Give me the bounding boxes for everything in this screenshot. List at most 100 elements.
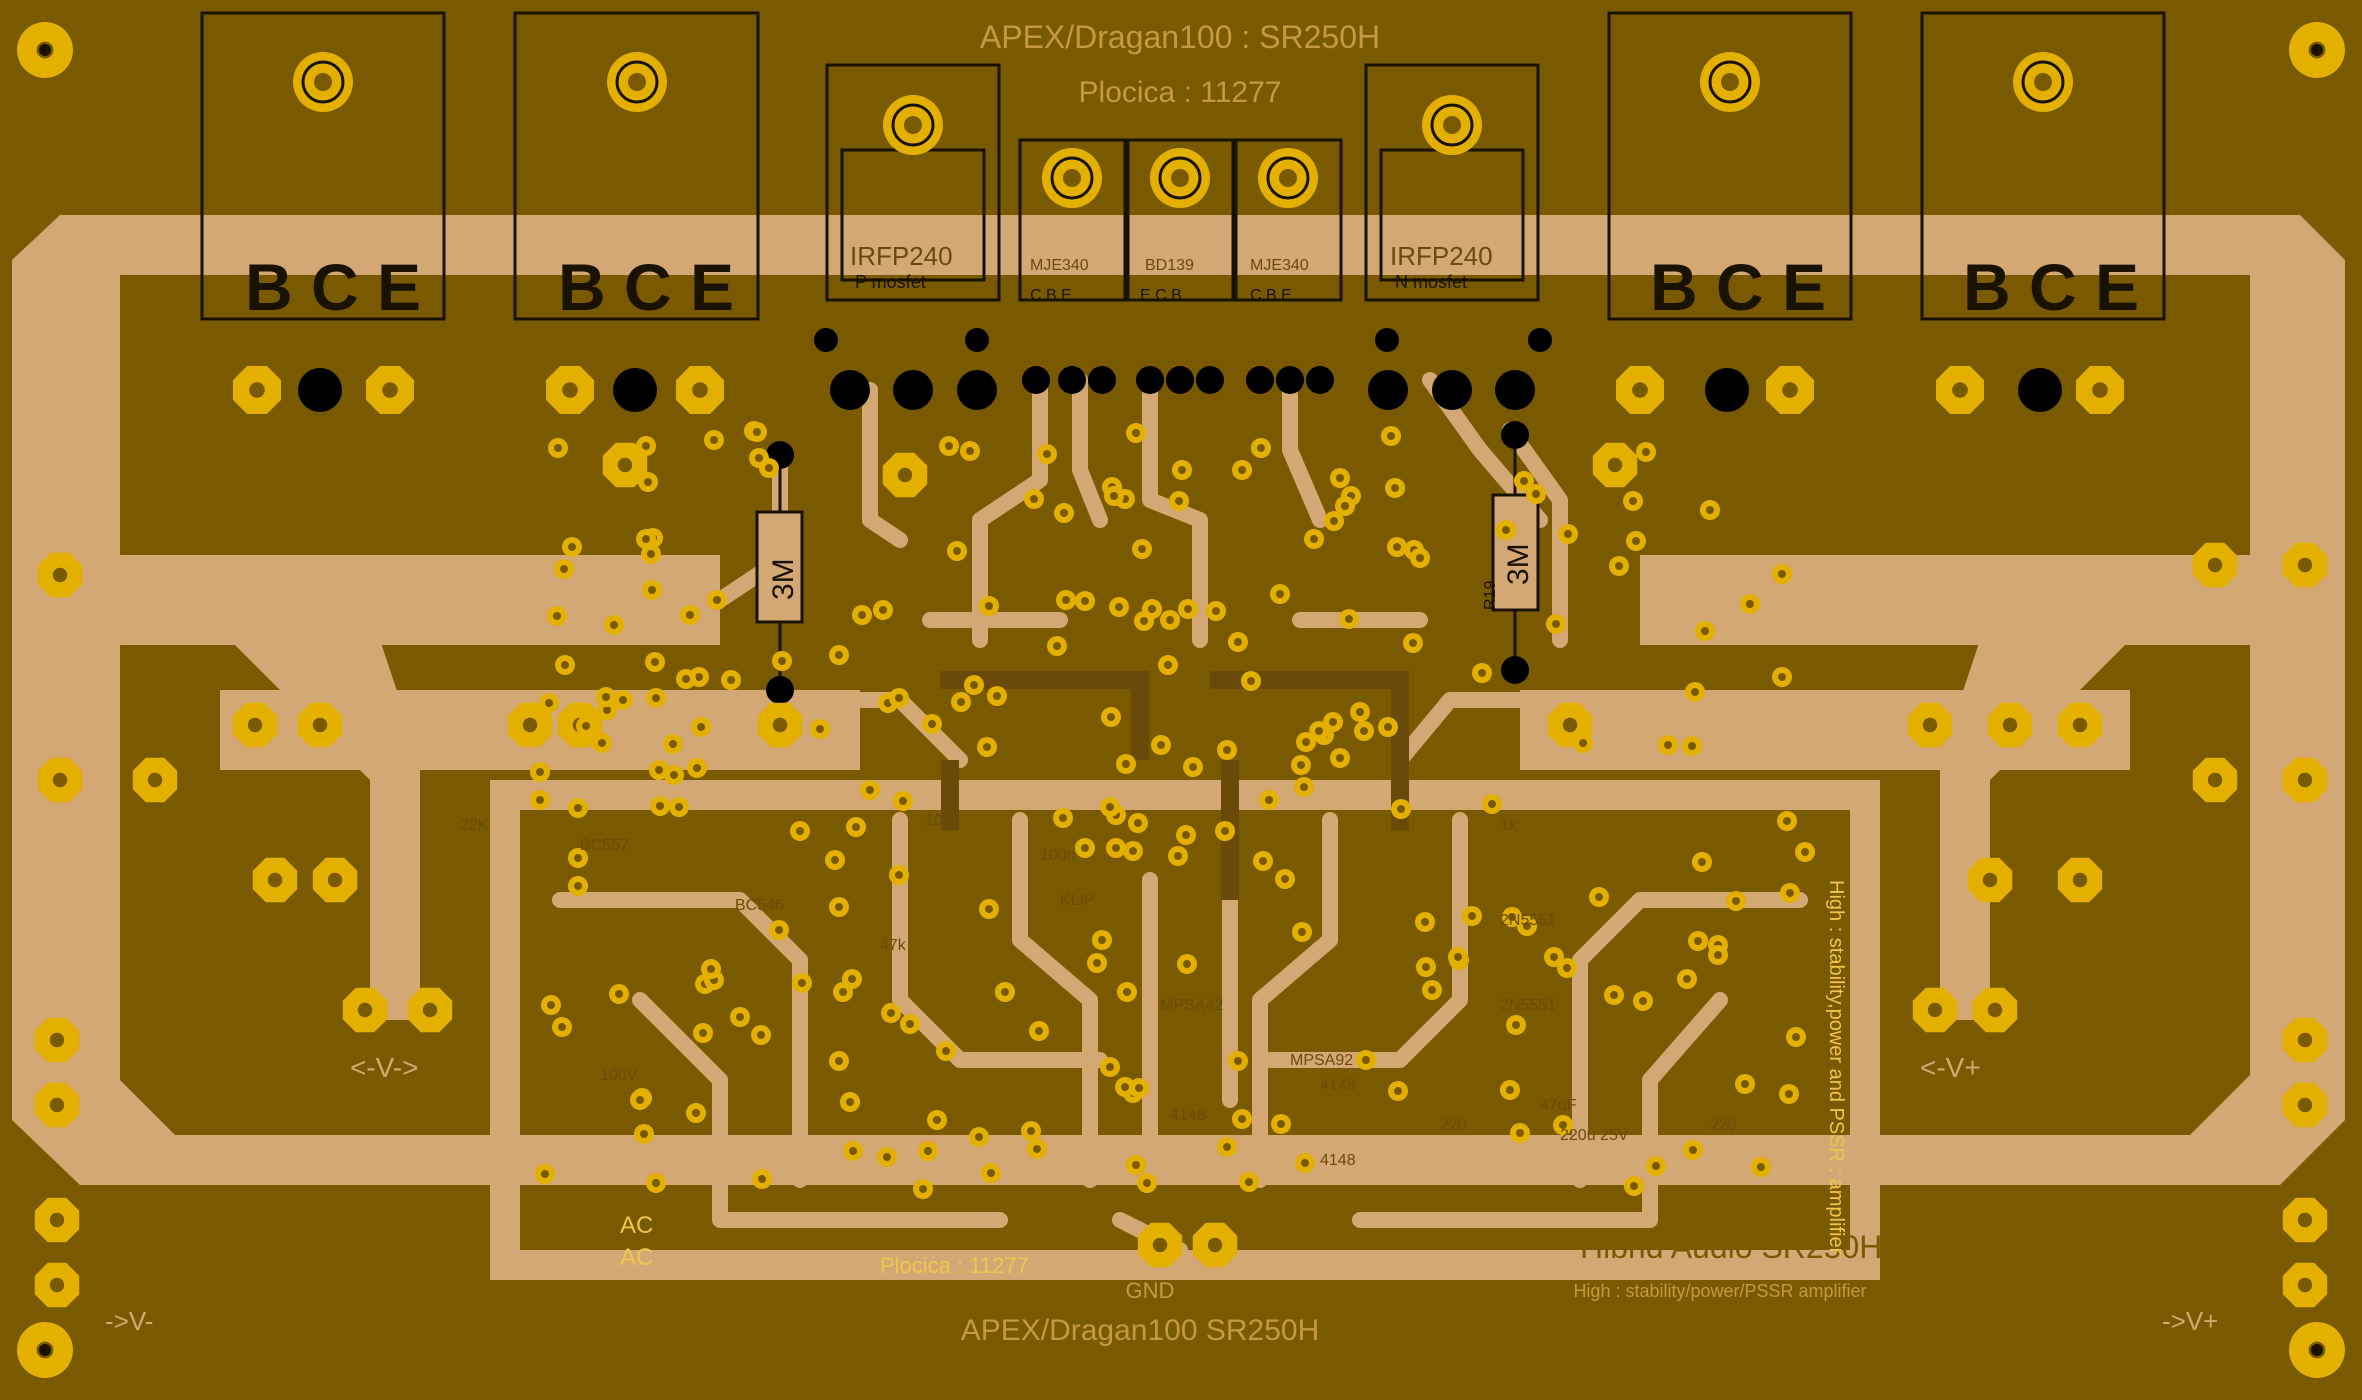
mosfet-outline-n: [1364, 63, 1540, 302]
small-pad: [535, 1164, 555, 1184]
small-pad: [979, 899, 999, 919]
small-pad: [1604, 985, 1624, 1005]
small-pad: [893, 791, 913, 811]
large-pad: [1987, 702, 2033, 748]
small-pad: [769, 920, 789, 940]
tab-hole-ring: [2021, 60, 2065, 104]
power-pad: [1936, 366, 1984, 414]
small-pad: [1573, 733, 1593, 753]
gate-resistor-pad: [1528, 328, 1552, 352]
large-pad: [37, 757, 83, 803]
small-pad: [1126, 423, 1146, 443]
small-pad: [1510, 1123, 1530, 1143]
component-label: MPSA92: [1290, 1052, 1353, 1069]
small-pad: [1385, 478, 1405, 498]
mosfet-pad: [893, 370, 933, 410]
tab-hole-ring: [1158, 156, 1202, 200]
small-pad: [1692, 852, 1712, 872]
small-pad: [554, 559, 574, 579]
small-pad: [877, 1147, 897, 1167]
small-pad: [969, 1127, 989, 1147]
small-pad: [1106, 838, 1126, 858]
small-pad: [1658, 735, 1678, 755]
large-pad: [34, 1262, 80, 1308]
large-pad: [34, 1082, 80, 1128]
small-pad: [1169, 491, 1189, 511]
small-pad: [693, 1023, 713, 1043]
mosfet-pad: [830, 370, 870, 410]
small-pad: [1132, 539, 1152, 559]
mounting-hole-center: [39, 1344, 51, 1356]
small-pad: [1387, 537, 1407, 557]
small-pad: [1526, 484, 1546, 504]
small-pad: [1270, 584, 1290, 604]
small-pad: [707, 590, 727, 610]
large-pad: [2192, 757, 2238, 803]
small-pad: [1087, 953, 1107, 973]
pad: [246, 0, 254, 4]
component-label: 4148: [1170, 1107, 1206, 1124]
small-pad: [1496, 520, 1516, 540]
small-pad: [634, 1124, 654, 1144]
small-pad: [1381, 426, 1401, 446]
small-pad: [1109, 597, 1129, 617]
small-pad: [1168, 846, 1188, 866]
tab-hole-ring: [1430, 103, 1474, 147]
small-pad: [1633, 991, 1653, 1011]
small-pad: [650, 796, 670, 816]
small-pad: [1482, 794, 1502, 814]
component-label: 220u 25V: [1560, 1127, 1629, 1144]
small-pad: [1271, 1114, 1291, 1134]
small-pad: [1129, 1078, 1149, 1098]
small-pad: [1217, 740, 1237, 760]
component-label: 220: [1710, 1117, 1737, 1134]
small-pad: [530, 762, 550, 782]
small-pad: [1795, 842, 1815, 862]
small-pad: [638, 472, 658, 492]
small-pad: [1324, 511, 1344, 531]
transistor-pins-1: B C E: [245, 250, 421, 324]
gate-resistor-pad: [814, 328, 838, 352]
board-title-top: APEX/Dragan100 : SR250H: [980, 19, 1380, 55]
transistor-outline-3: [1607, 11, 1853, 321]
small-pad: [1354, 721, 1374, 741]
power-pad: [2076, 366, 2124, 414]
gate-resistor-pad: [965, 328, 989, 352]
driver-pad: [1088, 366, 1116, 394]
large-pad: [882, 452, 928, 498]
small-pad: [691, 717, 711, 737]
ac-label-2: AC: [620, 1244, 653, 1271]
component-label: 220: [1440, 1117, 1467, 1134]
large-pad: [1912, 987, 1958, 1033]
small-pad: [1176, 825, 1196, 845]
small-pad: [596, 687, 616, 707]
driver-name-2: BD139: [1145, 257, 1194, 274]
small-pad: [609, 984, 629, 1004]
small-pad: [1589, 887, 1609, 907]
small-pad: [979, 596, 999, 616]
large-pad: [407, 987, 453, 1033]
small-pad: [1228, 1051, 1248, 1071]
small-pad: [1448, 947, 1468, 967]
small-pad: [613, 690, 633, 710]
small-pad: [1751, 1157, 1771, 1177]
pads: [17, 0, 2345, 1378]
small-pad: [1391, 799, 1411, 819]
small-pad: [1472, 663, 1492, 683]
corner-label-left: ->V-: [105, 1306, 153, 1336]
large-pad: [1967, 857, 2013, 903]
small-pad: [1259, 790, 1279, 810]
small-pad: [1292, 922, 1312, 942]
vertical-note: High : stability,power and PSSR : amplif…: [1825, 880, 1847, 1255]
small-pad: [604, 615, 624, 635]
small-pad: [1626, 531, 1646, 551]
small-pad: [1100, 797, 1120, 817]
small-pad: [977, 737, 997, 757]
small-pad: [1416, 957, 1436, 977]
small-pad: [846, 817, 866, 837]
small-pad: [1101, 707, 1121, 727]
small-pad: [751, 1025, 771, 1045]
transistor-pins-3: B C E: [1650, 250, 1826, 324]
large-pad: [2282, 1262, 2328, 1308]
small-pad: [951, 692, 971, 712]
